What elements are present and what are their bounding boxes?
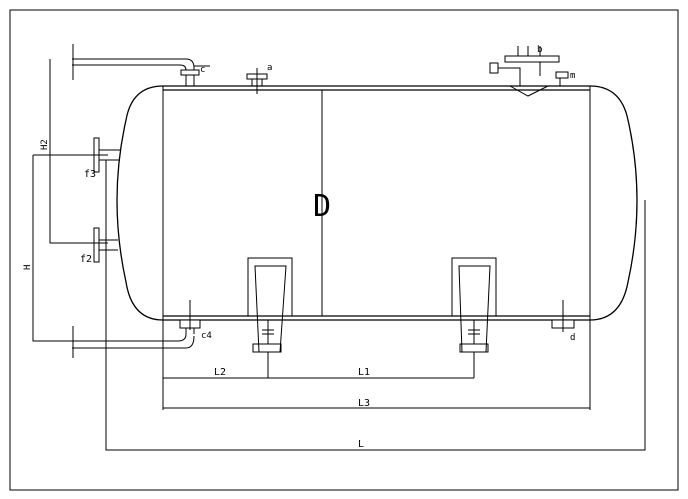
nozzle-c4 (72, 300, 201, 358)
dimension-l1-label: L1 (358, 367, 370, 378)
drawing-border (9, 9, 679, 491)
dimension-l2-label: L2 (214, 367, 226, 378)
dimension-l3-label: L3 (358, 398, 370, 409)
vessel-body (116, 85, 638, 410)
nozzle-f2-label: f2 (80, 254, 92, 265)
nozzle-d (551, 300, 575, 332)
nozzle-b-label: b (537, 45, 542, 55)
nozzle-c-label: c (200, 65, 205, 75)
nozzle-c4-label: c4 (201, 331, 212, 341)
diameter-label: D (313, 189, 331, 224)
saddle-right (451, 257, 497, 353)
nozzle-a (246, 68, 268, 94)
dimension-h (32, 59, 108, 342)
dimension-l1-l2 (163, 352, 475, 379)
nozzle-d-label: d (570, 333, 575, 343)
dimension-h2-label: H2 (40, 139, 50, 150)
dimension-h-label: H (23, 265, 33, 270)
nozzle-b (489, 46, 569, 97)
nozzle-c (72, 44, 210, 86)
dimension-l-label: L (358, 439, 364, 450)
saddle-left (247, 257, 293, 353)
nozzle-m-label: m (570, 71, 575, 81)
nozzle-f3-label: f3 (84, 169, 96, 180)
nozzle-a-label: a (267, 63, 272, 73)
dimension-l (105, 160, 646, 451)
nozzle-f2 (93, 227, 118, 263)
